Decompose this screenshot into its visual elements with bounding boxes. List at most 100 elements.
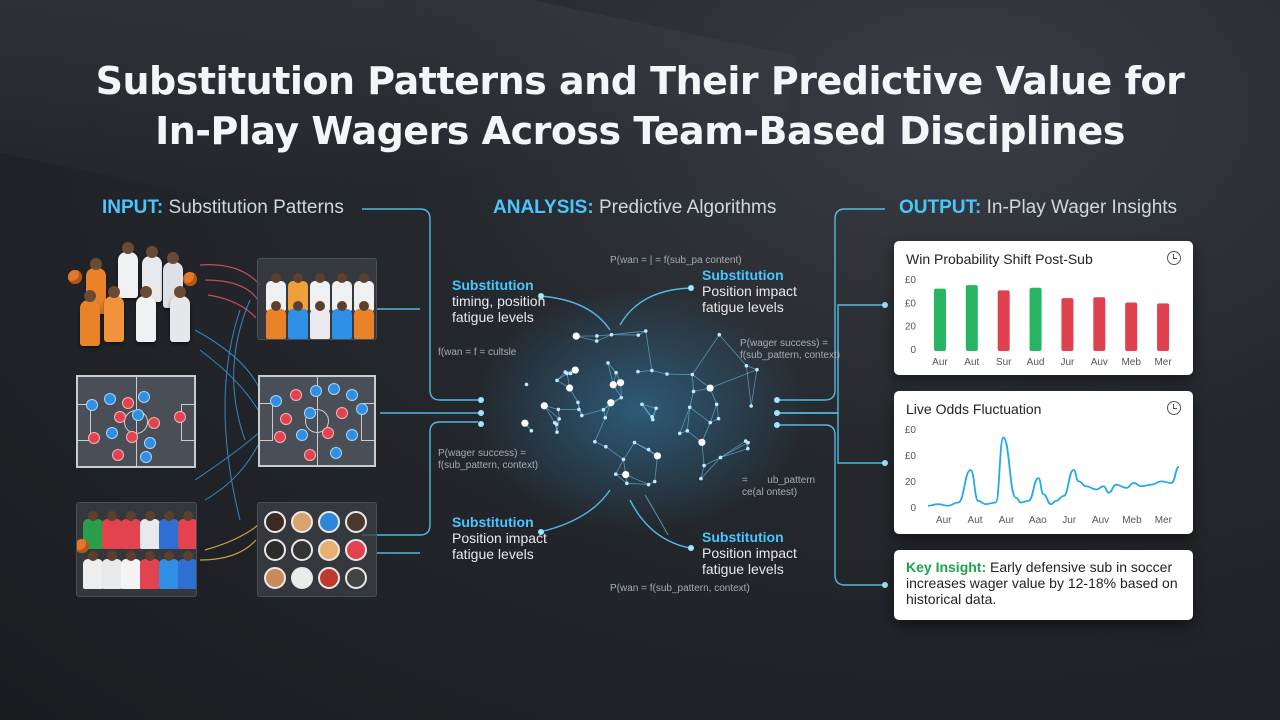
avatar-panel bbox=[257, 502, 377, 597]
neural-node bbox=[665, 372, 669, 376]
neural-link bbox=[611, 330, 646, 336]
live-odds-title: Live Odds Fluctuation bbox=[906, 401, 1042, 417]
neural-node bbox=[717, 332, 722, 337]
formation-field-left bbox=[76, 375, 196, 468]
blue-team-marker bbox=[330, 447, 342, 459]
field-center-circle bbox=[305, 409, 329, 433]
page-title: Substitution Patterns and Their Predicti… bbox=[0, 56, 1280, 156]
wire-nodes bbox=[478, 285, 888, 588]
formula-5b: ce(al ontest) bbox=[742, 487, 798, 498]
neural-link bbox=[689, 406, 711, 423]
key-insight-card: Key Insight: Early defensive sub in socc… bbox=[894, 550, 1193, 620]
player-figure bbox=[170, 286, 190, 342]
title-line-1: Substitution Patterns and Their Predicti… bbox=[95, 59, 1185, 103]
output-heading-text: In-Play Wager Insights bbox=[986, 197, 1178, 218]
neural-link bbox=[607, 362, 614, 385]
neural-node bbox=[646, 482, 651, 487]
neural-link bbox=[626, 482, 649, 485]
neural-node bbox=[744, 363, 749, 368]
neural-link bbox=[641, 404, 653, 418]
basketball-icon bbox=[183, 272, 197, 286]
x-tick-label: Aud bbox=[1027, 357, 1045, 368]
neural-node bbox=[690, 372, 695, 377]
neural-link bbox=[746, 365, 758, 371]
neural-node bbox=[718, 455, 723, 460]
field-goal-box bbox=[181, 403, 194, 442]
player-figure bbox=[102, 551, 122, 589]
brain-network bbox=[521, 329, 759, 536]
formula-3b: f(sub_pattern, context) bbox=[740, 350, 841, 361]
blue-team-marker bbox=[310, 385, 322, 397]
neural-node bbox=[577, 407, 581, 412]
neural-node bbox=[616, 379, 625, 387]
neural-link bbox=[605, 446, 624, 460]
player-figure bbox=[159, 551, 179, 589]
x-tick-label: Mer bbox=[1155, 515, 1173, 526]
avatar-icon bbox=[291, 539, 313, 561]
label-top-right-line2: Position impact bbox=[702, 283, 797, 299]
neural-link bbox=[709, 369, 758, 389]
label-top-left: Substitution timing, position fatigue le… bbox=[452, 277, 545, 325]
neural-link bbox=[703, 457, 721, 466]
neural-node bbox=[691, 389, 696, 394]
neural-node bbox=[746, 440, 750, 445]
neural-node bbox=[755, 367, 759, 372]
wire-output-top bbox=[780, 208, 885, 401]
neural-node bbox=[609, 332, 614, 337]
neural-link bbox=[689, 391, 694, 408]
bar bbox=[933, 288, 946, 351]
player-figure bbox=[332, 301, 352, 339]
red-team-marker bbox=[114, 411, 126, 423]
neural-link bbox=[700, 465, 705, 479]
basketball-icon bbox=[77, 539, 89, 553]
neural-node bbox=[625, 481, 629, 486]
neural-node bbox=[556, 407, 561, 412]
field-goal-box bbox=[361, 403, 374, 441]
neural-node bbox=[650, 368, 654, 373]
player-figure bbox=[118, 242, 138, 298]
neural-node bbox=[640, 402, 644, 407]
key-insight-label: Key Insight: bbox=[906, 559, 987, 575]
y-tick-label: £0 bbox=[905, 451, 917, 462]
avatar-icon bbox=[318, 511, 340, 533]
red-team-marker bbox=[322, 427, 334, 439]
neural-node bbox=[555, 430, 559, 434]
neural-link bbox=[700, 457, 721, 479]
field-goal-box bbox=[78, 403, 91, 442]
neural-link bbox=[720, 440, 746, 458]
blue-team-marker bbox=[346, 429, 358, 441]
label-top-right: Substitution Position impact fatigue lev… bbox=[702, 267, 797, 315]
player-figure bbox=[178, 511, 196, 549]
red-team-marker bbox=[126, 431, 138, 443]
neural-node bbox=[749, 404, 753, 408]
player-figure bbox=[140, 551, 160, 589]
bar bbox=[1125, 302, 1138, 351]
players-panel-bottom bbox=[76, 502, 197, 597]
neural-node bbox=[524, 382, 529, 387]
x-tick-label: Aao bbox=[1029, 515, 1047, 526]
blue-team-marker bbox=[138, 391, 150, 403]
red-team-marker bbox=[88, 432, 100, 444]
title-line-2: In-Play Wagers Across Team-Based Discipl… bbox=[155, 109, 1125, 153]
blue-team-marker bbox=[106, 427, 118, 439]
neural-link bbox=[615, 459, 624, 475]
y-tick-label: £0 bbox=[905, 425, 917, 436]
neural-link bbox=[637, 370, 652, 373]
wire-input-top bbox=[362, 208, 478, 401]
red-team-marker bbox=[112, 449, 124, 461]
bar bbox=[965, 285, 978, 351]
wires bbox=[362, 208, 885, 586]
clock-icon bbox=[1167, 251, 1181, 265]
blue-team-marker bbox=[144, 437, 156, 449]
avatar-icon bbox=[291, 511, 313, 533]
label-top-left-line3: fatigue levels bbox=[452, 309, 534, 325]
neural-node bbox=[614, 370, 618, 375]
blue-team-marker bbox=[328, 383, 340, 395]
neural-node bbox=[632, 440, 637, 445]
neural-node bbox=[554, 422, 559, 427]
neural-node bbox=[699, 476, 703, 481]
avatar-icon bbox=[345, 539, 367, 561]
bar bbox=[1093, 297, 1106, 351]
avatar-icon bbox=[291, 567, 313, 589]
